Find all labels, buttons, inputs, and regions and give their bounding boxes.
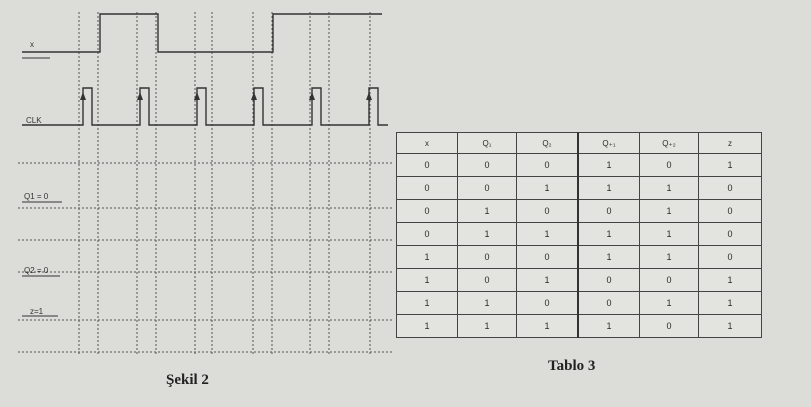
clk-rising-edge-arrow-icon (251, 92, 257, 100)
cell-x: 0 (396, 222, 458, 246)
col-header-q1: Q₁ (457, 132, 517, 154)
cell-z: 1 (698, 291, 762, 315)
cell-q1-next: 1 (577, 245, 640, 269)
cell-q2-next: 1 (639, 222, 699, 246)
col-header-z: z (698, 132, 762, 154)
clk-rising-edge-arrow-icon (309, 92, 315, 100)
cell-q2: 0 (516, 291, 579, 315)
cell-x: 0 (396, 176, 458, 200)
cell-x: 0 (396, 199, 458, 223)
cell-q1-next: 1 (577, 314, 640, 338)
cell-x: 1 (396, 291, 458, 315)
cell-q2-next: 0 (639, 268, 699, 292)
cell-q1-next: 0 (577, 291, 640, 315)
cell-q1-next: 0 (577, 268, 640, 292)
timing-waveforms (22, 13, 388, 317)
col-header-q2-next: Q₊₂ (639, 132, 699, 154)
cell-q2-next: 0 (639, 314, 699, 338)
cell-q1: 1 (457, 291, 517, 315)
cell-x: 1 (396, 268, 458, 292)
cell-q1: 0 (457, 176, 517, 200)
cell-q2: 1 (516, 222, 579, 246)
cell-z: 0 (698, 176, 762, 200)
signal-label-x: x (30, 40, 34, 49)
cell-q1: 0 (457, 153, 517, 177)
cell-q1-next: 1 (577, 176, 640, 200)
cell-q2-next: 1 (639, 291, 699, 315)
clk-rising-edge-arrow-icon (366, 92, 372, 100)
col-header-q1-next: Q₊₁ (577, 132, 640, 154)
cell-z: 1 (698, 153, 762, 177)
clk-waveform (22, 87, 388, 126)
cell-z: 1 (698, 268, 762, 292)
cell-q2: 0 (516, 245, 579, 269)
cell-q2: 0 (516, 153, 579, 177)
col-header-x: x (396, 132, 458, 154)
clk-rising-edge-arrow-icon (80, 92, 86, 100)
cell-q2-next: 1 (639, 245, 699, 269)
table-header-row: x Q₁ Q₂ Q₊₁ Q₊₂ z (396, 132, 762, 154)
clk-rising-edge-arrow-icon (194, 92, 200, 100)
cell-z: 0 (698, 222, 762, 246)
cell-q2: 0 (516, 199, 579, 223)
cell-q1: 1 (457, 314, 517, 338)
cell-x: 1 (396, 245, 458, 269)
cell-q1: 1 (457, 199, 517, 223)
cell-q2: 1 (516, 314, 579, 338)
figure-caption: Şekil 2 (166, 372, 209, 388)
table-caption: Tablo 3 (548, 358, 596, 374)
cell-q1: 1 (457, 222, 517, 246)
cell-q1: 0 (457, 245, 517, 269)
cell-x: 0 (396, 153, 458, 177)
signal-label-q1: Q1 = 0 (24, 192, 49, 201)
cell-z: 0 (698, 199, 762, 223)
clk-rising-edge-arrow-icon (137, 92, 143, 100)
signal-label-q2: Q2 = 0 (24, 266, 49, 275)
cell-q2-next: 1 (639, 176, 699, 200)
cell-q1-next: 0 (577, 199, 640, 223)
timing-grid (18, 12, 392, 356)
cell-q2-next: 0 (639, 153, 699, 177)
signal-label-clk: CLK (26, 116, 42, 125)
cell-x: 1 (396, 314, 458, 338)
cell-q2: 1 (516, 176, 579, 200)
cell-q1-next: 1 (577, 222, 640, 246)
cell-q2-next: 1 (639, 199, 699, 223)
signal-label-z: z=1 (30, 307, 44, 316)
cell-q2: 1 (516, 268, 579, 292)
cell-q1-next: 1 (577, 153, 640, 177)
cell-z: 1 (698, 314, 762, 338)
col-header-q2: Q₂ (516, 132, 579, 154)
cell-z: 0 (698, 245, 762, 269)
x-waveform (22, 13, 382, 53)
cell-q1: 0 (457, 268, 517, 292)
